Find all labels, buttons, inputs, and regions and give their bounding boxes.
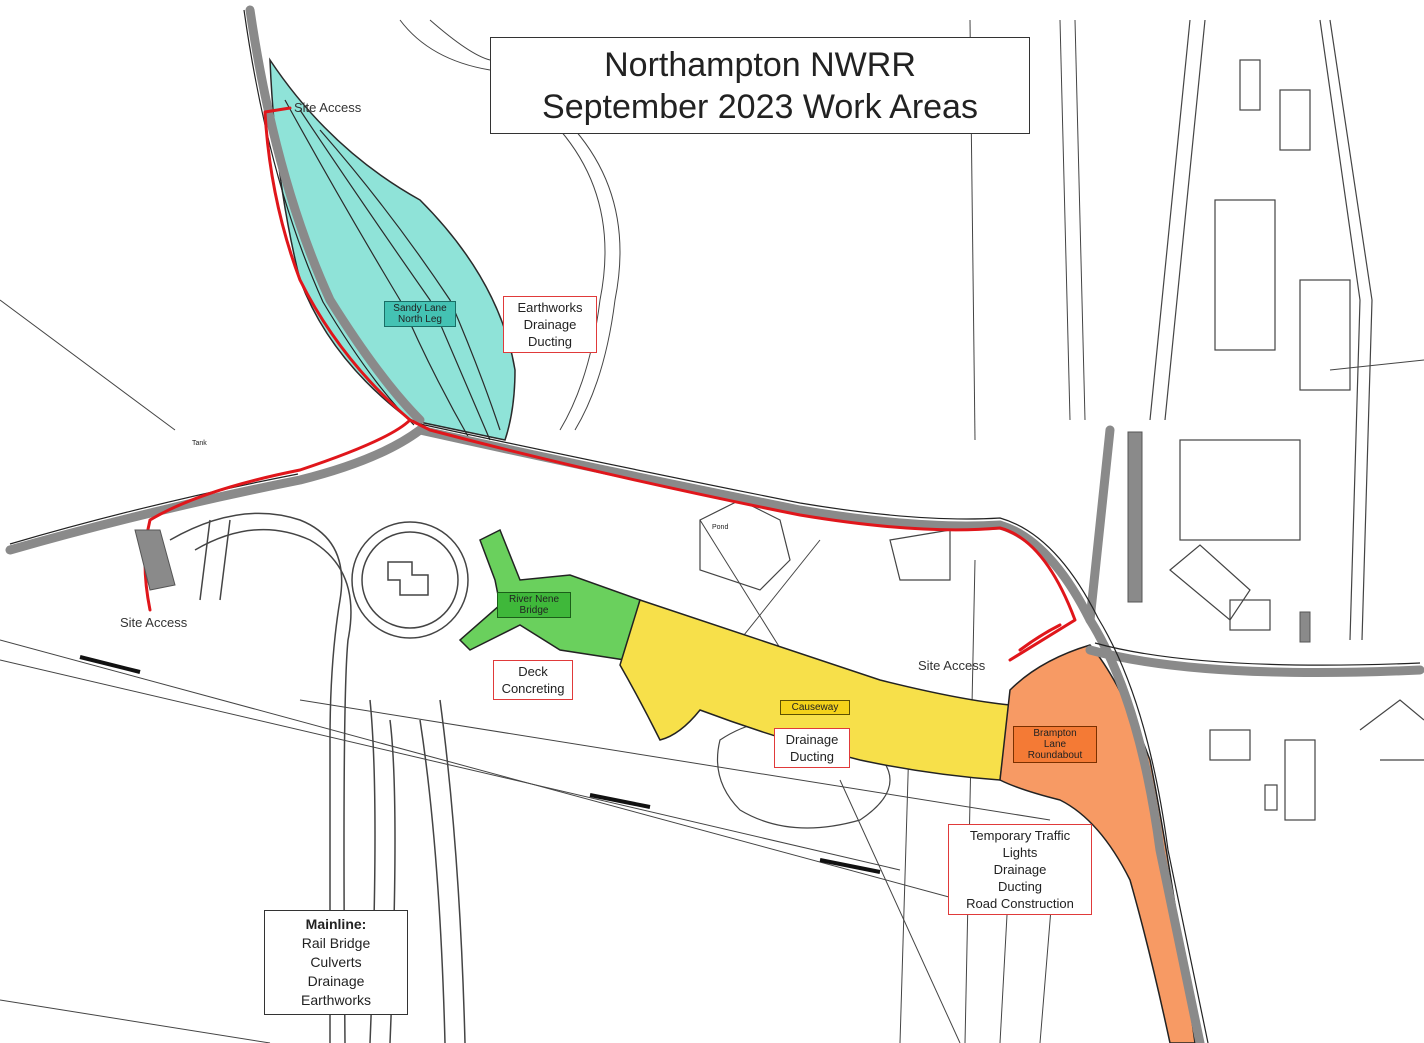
river-nene-tag-line-1: River Nene — [508, 594, 560, 605]
sandy-lane-area — [269, 57, 516, 441]
brampton-note-item: Temporary Traffic — [969, 828, 1071, 843]
grey-pads — [134, 431, 1311, 643]
mainline-heading: Mainline: — [305, 916, 367, 932]
tank-label: Tank — [192, 440, 207, 447]
brampton-lane-tag: Brampton Lane Roundabout — [1013, 726, 1097, 763]
causeway-note-item: Drainage — [785, 732, 839, 747]
site-access-route — [143, 106, 1077, 662]
brampton-note-item: Ducting — [997, 879, 1043, 894]
brampton-note-item: Lights — [1002, 845, 1038, 860]
mainline-note-item: Earthworks — [300, 992, 372, 1008]
railway-dashes — [79, 655, 881, 874]
sandy-lane-note-item: Drainage — [523, 317, 577, 332]
sandy-lane-linework — [284, 99, 501, 441]
title-line-1: Northampton NWRR — [604, 46, 916, 84]
river-nene-tag-line-2: Bridge — [519, 605, 549, 616]
mainline-note-item: Rail Bridge — [301, 935, 371, 951]
grey-roads — [5, 5, 1424, 1043]
river-nene-work-note: Deck Concreting — [493, 660, 573, 700]
map-title: Northampton NWRR September 2023 Work Are… — [490, 37, 1030, 134]
sandy-lane-note-item: Ducting — [527, 334, 573, 349]
mainline-work-note: Mainline: Rail Bridge Culverts Drainage … — [264, 910, 408, 1015]
mainline-note-item: Drainage — [307, 973, 365, 989]
brampton-work-note: Temporary Traffic Lights Drainage Ductin… — [948, 824, 1092, 915]
background-linework — [0, 19, 1424, 1043]
causeway-tag-label: Causeway — [791, 702, 839, 713]
causeway-area — [619, 599, 1011, 781]
road-edges — [9, 9, 1421, 1043]
causeway-tag: Causeway — [780, 700, 850, 715]
sandy-lane-work-note: Earthworks Drainage Ducting — [503, 296, 597, 353]
sandy-lane-tag: Sandy Lane North Leg — [384, 301, 456, 327]
site-access-label-west: Site Access — [120, 615, 188, 630]
site-access-label-east: Site Access — [918, 658, 986, 673]
brampton-tag-line-2: Lane — [1043, 739, 1067, 750]
river-nene-note-item: Concreting — [501, 681, 565, 696]
river-nene-bridge-tag: River Nene Bridge — [497, 592, 571, 618]
title-line-2: September 2023 Work Areas — [542, 88, 978, 126]
causeway-note-item: Ducting — [789, 749, 835, 764]
river-nene-note-item: Deck — [518, 664, 548, 679]
brampton-note-item: Road Construction — [966, 896, 1074, 911]
site-access-label-north: Site Access — [294, 100, 362, 115]
buildings — [1129, 19, 1424, 821]
brampton-note-item: Drainage — [993, 862, 1047, 877]
mainline-note-item: Culverts — [310, 954, 362, 970]
pond-label: Pond — [712, 524, 729, 531]
sandy-lane-tag-line-1: Sandy Lane — [393, 303, 447, 314]
brampton-tag-line-1: Brampton — [1033, 728, 1077, 739]
causeway-work-note: Drainage Ducting — [774, 728, 850, 768]
sandy-lane-tag-line-2: North Leg — [398, 314, 442, 325]
sandy-lane-note-item: Earthworks — [517, 300, 583, 315]
brampton-tag-line-3: Roundabout — [1027, 750, 1083, 761]
